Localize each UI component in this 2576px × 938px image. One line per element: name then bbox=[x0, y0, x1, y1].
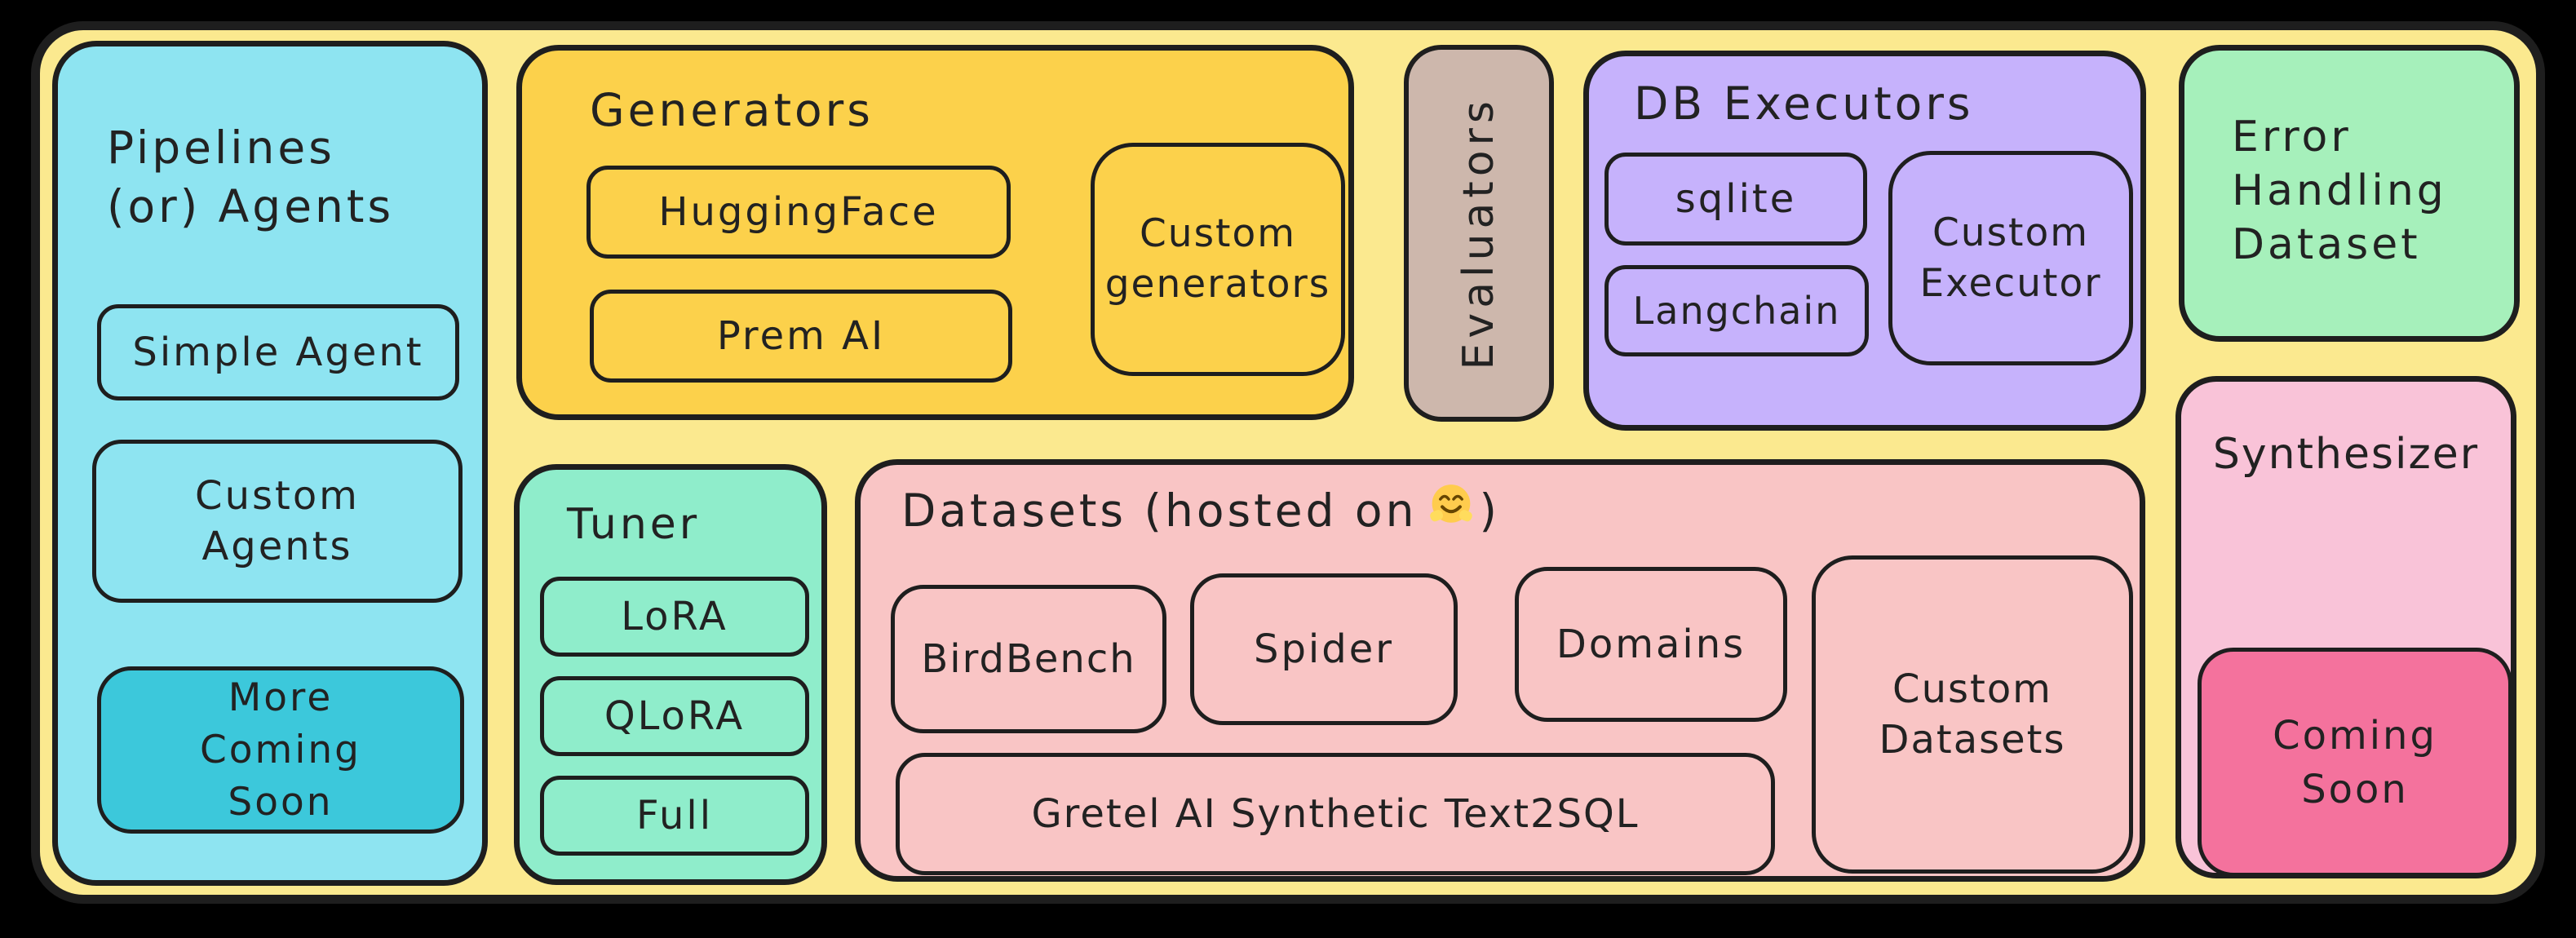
error-title-line2: Handling bbox=[2232, 166, 2447, 215]
simple-agent-label: Simple Agent bbox=[132, 330, 424, 375]
error-title-line3: Dataset bbox=[2232, 220, 2421, 269]
pipelines-agents-group: Pipelines (or) Agents Simple Agent Custo… bbox=[52, 41, 488, 886]
custom-generators-node: Custom generators bbox=[1091, 143, 1345, 376]
custom-generators-line1: Custom bbox=[1139, 211, 1297, 256]
sqlite-node: sqlite bbox=[1604, 153, 1867, 246]
coming-soon-line1: Coming bbox=[2273, 712, 2437, 759]
evaluators-group: Evaluators bbox=[1404, 45, 1554, 422]
datasets-title: Datasets (hosted on ) bbox=[901, 482, 1500, 538]
langchain-label: Langchain bbox=[1632, 289, 1841, 333]
more-coming-soon-line2: Coming bbox=[199, 727, 362, 772]
coming-soon-node: Coming Soon bbox=[2198, 648, 2512, 877]
birdbench-node: BirdBench bbox=[891, 585, 1166, 733]
custom-executor-node: Custom Executor bbox=[1888, 151, 2133, 365]
domains-node: Domains bbox=[1515, 567, 1787, 722]
error-title-line1: Error bbox=[2232, 113, 2352, 161]
synthesizer-title: Synthesizer bbox=[2212, 430, 2480, 479]
custom-generators-line2: generators bbox=[1104, 262, 1331, 307]
synthesizer-group: Synthesizer Coming Soon bbox=[2175, 376, 2516, 878]
custom-datasets-line1: Custom bbox=[1892, 666, 2052, 712]
error-handling-dataset-group: Error Handling Dataset bbox=[2179, 45, 2520, 342]
prem-ai-label: Prem AI bbox=[716, 313, 886, 359]
full-label: Full bbox=[635, 793, 714, 838]
prem-ai-node: Prem AI bbox=[590, 290, 1012, 383]
db-executors-group: DB Executors sqlite Langchain Custom Exe… bbox=[1583, 51, 2146, 431]
huggingface-node: HuggingFace bbox=[586, 166, 1011, 259]
huggingface-label: HuggingFace bbox=[658, 189, 939, 235]
gretel-node: Gretel AI Synthetic Text2SQL bbox=[896, 753, 1775, 875]
datasets-group: Datasets (hosted on ) BirdBench Spider D… bbox=[855, 459, 2145, 882]
coming-soon-line2: Soon bbox=[2301, 766, 2409, 812]
datasets-title-prefix: Datasets (hosted on bbox=[901, 484, 1418, 537]
gretel-label: Gretel AI Synthetic Text2SQL bbox=[1031, 791, 1640, 837]
lora-node: LoRA bbox=[540, 577, 809, 657]
qlora-node: QLoRA bbox=[540, 676, 809, 756]
spider-node: Spider bbox=[1190, 573, 1458, 725]
evaluators-title: Evaluators bbox=[1454, 96, 1503, 370]
sqlite-label: sqlite bbox=[1675, 176, 1797, 222]
langchain-node: Langchain bbox=[1604, 265, 1869, 356]
pipelines-title-line1: Pipelines bbox=[107, 122, 335, 174]
custom-executor-line2: Executor bbox=[1919, 260, 2102, 306]
datasets-title-suffix: ) bbox=[1479, 484, 1500, 537]
generators-title: Generators bbox=[590, 84, 874, 136]
db-executors-title: DB Executors bbox=[1634, 77, 1974, 130]
more-coming-soon-line1: More bbox=[228, 675, 334, 720]
full-node: Full bbox=[540, 776, 809, 856]
error-handling-dataset-title: Error Handling Dataset bbox=[2232, 110, 2447, 272]
tuner-title: Tuner bbox=[567, 500, 701, 549]
generators-group: Generators HuggingFace Prem AI Custom ge… bbox=[516, 45, 1354, 420]
birdbench-label: BirdBench bbox=[921, 636, 1136, 682]
spider-label: Spider bbox=[1253, 626, 1394, 672]
more-coming-soon-node: More Coming Soon bbox=[97, 666, 464, 834]
lora-label: LoRA bbox=[621, 594, 728, 639]
domains-label: Domains bbox=[1556, 622, 1746, 667]
custom-agents-node: Custom Agents bbox=[92, 440, 463, 603]
custom-executor-line1: Custom bbox=[1932, 210, 2090, 255]
qlora-label: QLoRA bbox=[604, 693, 746, 739]
custom-agents-line2: Agents bbox=[201, 524, 353, 569]
custom-agents-line1: Custom bbox=[195, 473, 360, 519]
tuner-group: Tuner LoRA QLoRA Full bbox=[514, 464, 827, 885]
pipelines-title-line2: (or) Agents bbox=[107, 180, 395, 232]
simple-agent-node: Simple Agent bbox=[97, 304, 459, 400]
custom-datasets-node: Custom Datasets bbox=[1812, 555, 2133, 874]
pipelines-agents-title: Pipelines (or) Agents bbox=[107, 118, 394, 236]
more-coming-soon-line3: Soon bbox=[228, 779, 334, 825]
hugging-face-emoji-icon bbox=[1428, 482, 1474, 538]
custom-datasets-line2: Datasets bbox=[1879, 717, 2066, 763]
